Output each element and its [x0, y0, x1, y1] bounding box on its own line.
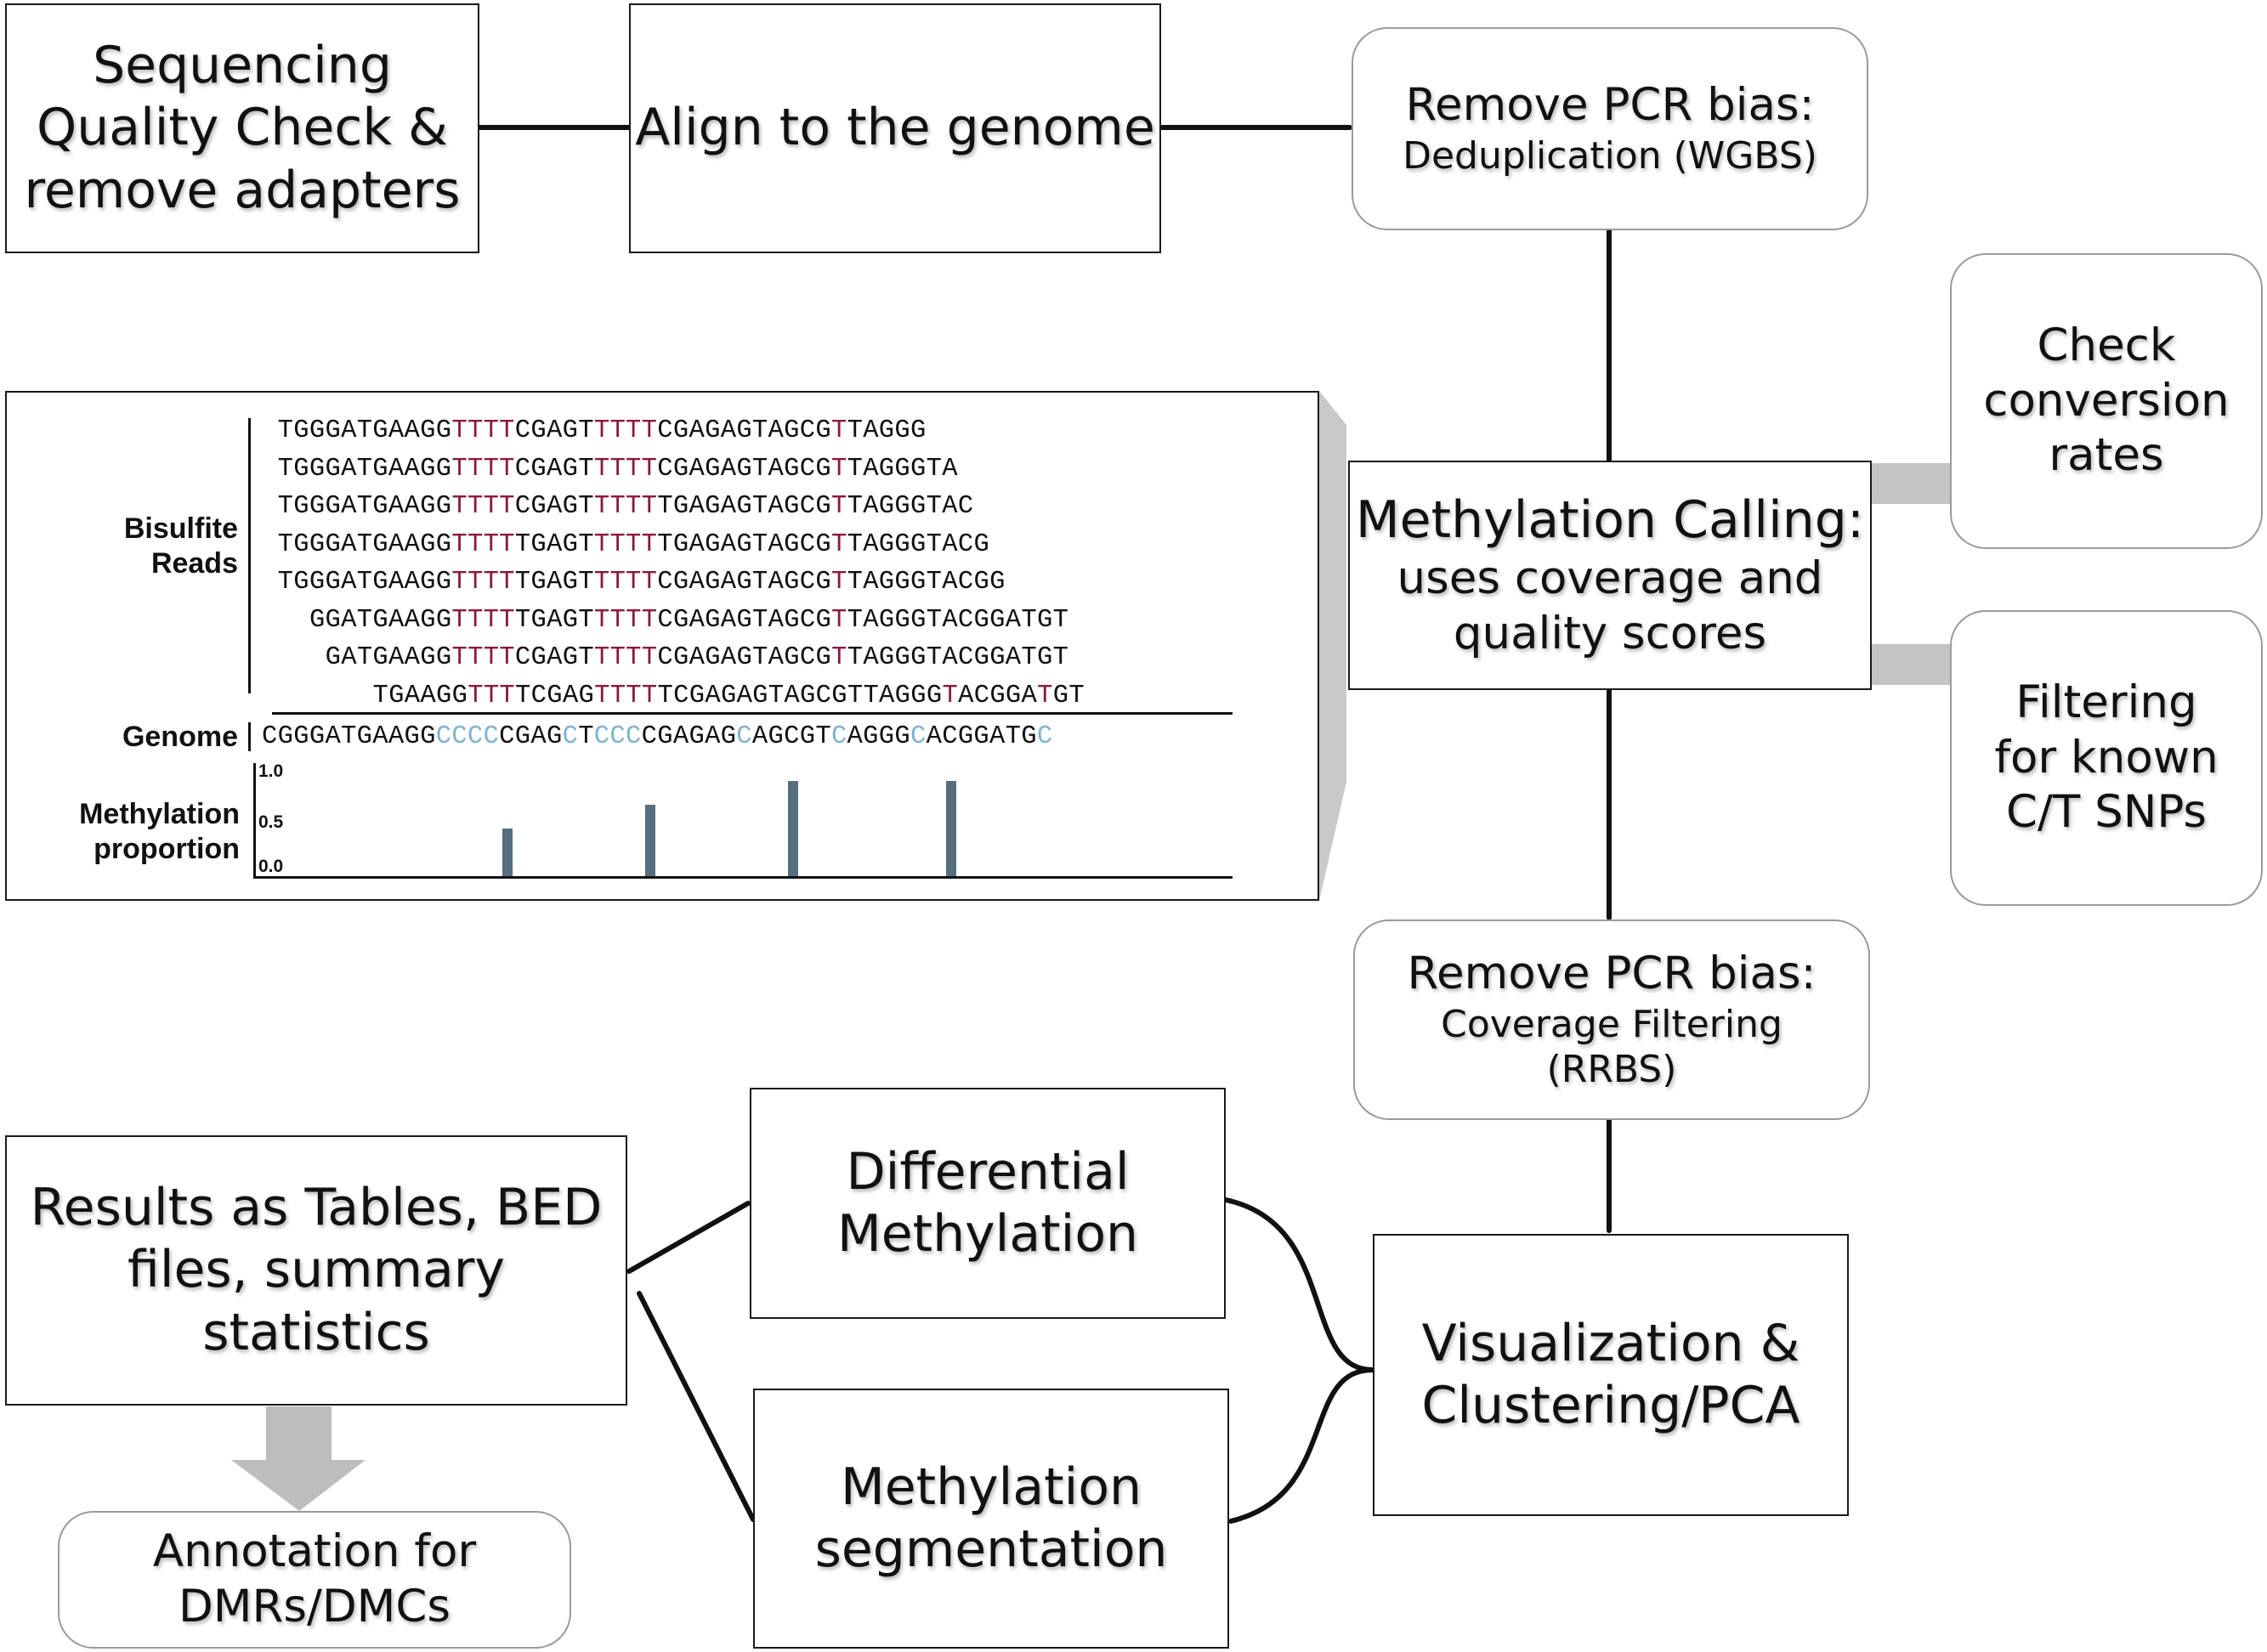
methylation-proportion-label: Methylation proportion [79, 797, 240, 868]
snp-filter-box: Filtering for known C/T SNPs [1950, 610, 2263, 906]
differential-methylation-box: Differential Methylation [750, 1088, 1226, 1319]
bisulfite-detail-panel: Bisulfite Reads Genome Methylation propo… [5, 391, 1319, 901]
bisulfite-read: TGGGATGAAGGTTTTCGAGTTTTTCGAGAGTAGCGTTAGG… [277, 416, 927, 445]
coverage-subtitle: Coverage Filtering [1441, 1002, 1782, 1046]
bisulfite-read: TGGGATGAAGGTTTTTGAGTTTTTTGAGAGTAGCGTTAGG… [277, 529, 990, 559]
panel-callout-wedge [1319, 391, 1346, 901]
bisulfite-read: GATGAAGGTTTTCGAGTTTTTCGAGAGTAGCGTTAGGGTA… [325, 643, 1069, 672]
calling-title: Methylation Calling: [1355, 489, 1865, 550]
methyl-label-line-2: proportion [94, 833, 240, 866]
conversion-line-3: rates [2049, 429, 2164, 482]
y-tick-05: 0.5 [258, 812, 284, 832]
methyl-label-line-1: Methylation [79, 798, 240, 830]
coverage-subtitle-2: (RRBS) [1546, 1048, 1677, 1092]
align-genome-box: Align to the genome [629, 3, 1161, 253]
calling-line-3: quality scores [1453, 607, 1767, 659]
arrow-segmentation-to-results [637, 1291, 756, 1522]
conversion-connector [1872, 463, 1950, 504]
dedup-subtitle: Deduplication (WGBS) [1403, 133, 1817, 178]
conversion-line-1: Check [2037, 320, 2176, 372]
annotation-line-1: Annotation for [152, 1525, 477, 1578]
coverage-filtering-box: Remove PCR bias: Coverage Filtering (RRB… [1353, 919, 1870, 1120]
methylation-segmentation-box: Methylation segmentation [753, 1389, 1229, 1649]
segmentation-line-2: segmentation [814, 1519, 1168, 1579]
visualization-line-2: Clustering/PCA [1421, 1376, 1800, 1435]
annotation-line-2: DMRs/DMCs [179, 1581, 451, 1632]
reads-bracket [248, 418, 251, 693]
annotation-box: Annotation for DMRs/DMCs [58, 1511, 571, 1649]
arrow-vis-to-differential [1223, 1197, 1375, 1372]
bisulfite-read: GGATGAAGGTTTTTGAGTTTTTCGAGAGTAGCGTTAGGGT… [309, 605, 1069, 635]
snp-line-1: Filtering [2015, 676, 2197, 729]
arrow-differential-to-results [626, 1201, 751, 1274]
snp-connector [1872, 644, 1950, 685]
methylation-bar [502, 829, 513, 876]
bisulfite-read: TGAAGGTTTTCGAGTTTTTCGAGAGTAGCGTTAGGGTACG… [372, 681, 1085, 710]
deduplication-box: Remove PCR bias: Deduplication (WGBS) [1352, 27, 1868, 230]
genome-bracket [248, 722, 251, 751]
bisulfite-read: TGGGATGAAGGTTTTTGAGTTTTTCGAGAGTAGCGTTAGG… [277, 568, 1006, 597]
snp-line-3: C/T SNPs [2005, 786, 2207, 839]
reads-label-line-2: Reads [150, 547, 238, 580]
sequencing-line-3: remove adapters [24, 160, 461, 220]
align-label: Align to the genome [635, 98, 1155, 158]
genome-label: Genome [122, 721, 238, 753]
differential-line-2: Methylation [836, 1204, 1139, 1264]
differential-line-1: Differential [846, 1141, 1130, 1202]
bisulfite-read: TGGGATGAAGGTTTTCGAGTTTTTTGAGAGTAGCGTTAGG… [277, 492, 974, 521]
calling-line-2: uses coverage and [1397, 552, 1823, 604]
methylation-calling-box: Methylation Calling: uses coverage and q… [1348, 461, 1872, 690]
y-tick-0: 0.0 [258, 857, 284, 876]
dedup-title: Remove PCR bias: [1405, 79, 1815, 132]
methylation-bar [644, 805, 655, 876]
genome-sequence: CGGGATGAAGGCCCCCGAGCTCCCCGAGAGCAGCGTCAGG… [262, 722, 1053, 751]
reads-underline [272, 712, 1233, 715]
arrow-vis-to-segmentation [1228, 1367, 1375, 1524]
bisulfite-read: TGGGATGAAGGTTTTCGAGTTTTTCGAGAGTAGCGTTAGG… [277, 454, 958, 484]
visualization-line-1: Visualization & [1421, 1313, 1800, 1373]
y-tick-1: 1.0 [258, 761, 284, 781]
results-line-1: Results as Tables, BED [30, 1178, 603, 1238]
visualization-clustering-box: Visualization & Clustering/PCA [1373, 1234, 1849, 1516]
methylation-bar [946, 781, 957, 876]
methylation-y-axis [253, 763, 256, 879]
coverage-title: Remove PCR bias: [1407, 948, 1816, 999]
snp-line-2: for known [1994, 731, 2219, 784]
sequencing-line-1: Sequencing [93, 36, 392, 96]
bisulfite-reads-label: Bisulfite Reads [124, 512, 238, 582]
conversion-line-2: conversion [1983, 374, 2230, 427]
methylation-bar [787, 781, 798, 876]
sequencing-qc-box: Sequencing Quality Check & remove adapte… [5, 3, 479, 253]
check-conversion-box: Check conversion rates [1950, 253, 2263, 549]
methylation-x-axis [253, 876, 1233, 879]
annotation-down-arrow [231, 1406, 366, 1511]
segmentation-line-1: Methylation [840, 1457, 1142, 1517]
results-line-2: files, summary statistics [128, 1240, 505, 1362]
results-box: Results as Tables, BED files, summary st… [5, 1135, 627, 1406]
reads-label-line-1: Bisulfite [123, 512, 238, 545]
sequencing-line-2: Quality Check & [37, 98, 448, 158]
